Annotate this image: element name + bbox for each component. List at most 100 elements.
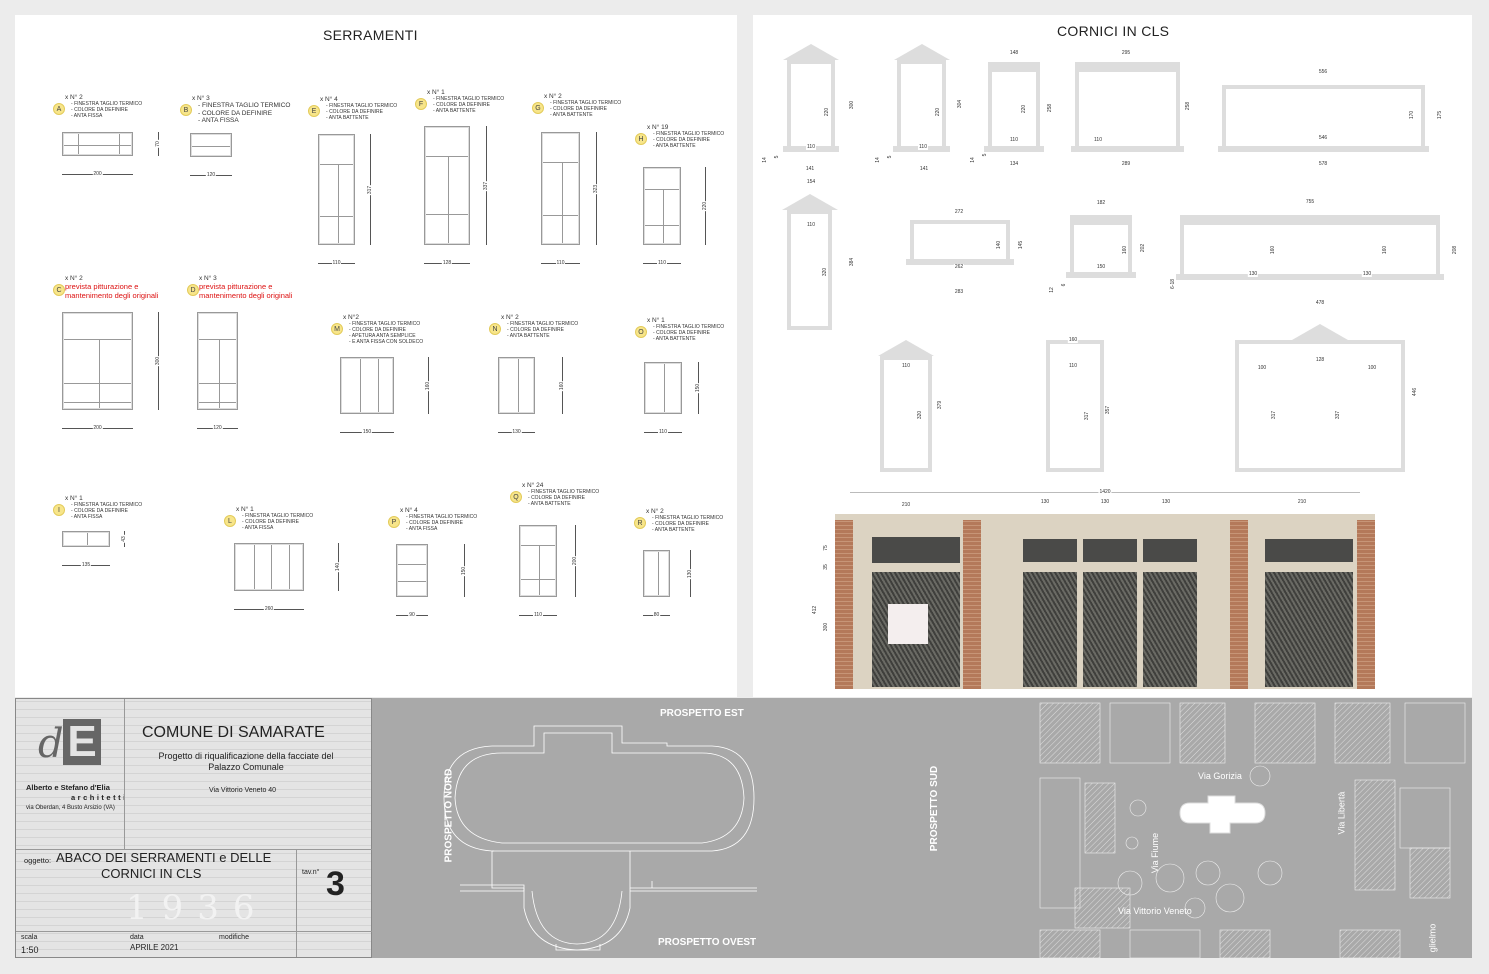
dimension-label: 120 — [205, 172, 217, 178]
dimension-label: 546 — [1317, 135, 1329, 141]
item-spec: x N° 2FINESTRA TAGLIO TERMICOCOLORE DA D… — [65, 94, 142, 119]
item-spec-line: ANTA FISSA — [71, 514, 142, 520]
mullion — [271, 545, 272, 589]
item-count: x N° 1 — [647, 317, 665, 324]
item-spec: x N° 3FINESTRA TAGLIO TERMICOCOLORE DA D… — [192, 95, 291, 125]
dimension-label: 5 — [982, 152, 988, 158]
item-note: prevista pitturazione e — [65, 282, 139, 291]
changes-label: modifiche — [219, 934, 249, 941]
grilled-opening — [1265, 572, 1353, 687]
dimension-label: 12 — [1049, 286, 1055, 294]
grilled-opening — [1083, 572, 1137, 687]
transom — [320, 215, 353, 217]
item-spec-list: FINESTRA TAGLIO TERMICOCOLORE DA DEFINIR… — [647, 131, 724, 149]
grilled-opening — [1143, 572, 1197, 687]
item-spec-line: COLORE DA DEFINIRE — [406, 520, 477, 526]
dimension-label: 140 — [335, 561, 341, 573]
transom-window — [1143, 539, 1197, 562]
pediment — [1292, 324, 1348, 340]
dimension-label: 170 — [1409, 109, 1415, 121]
mullion — [288, 545, 290, 589]
street-label: Via Gorizia — [1198, 771, 1242, 781]
dimension-label: 150 — [461, 565, 467, 576]
dimension-label: 304 — [957, 98, 963, 110]
item-spec-line: FINESTRA TAGLIO TERMICO — [71, 101, 142, 107]
item-note: mantenimento degli originali — [199, 291, 293, 300]
window-drawing — [424, 126, 470, 245]
dimension-label: 43 — [121, 535, 127, 543]
dimension-label: 258 — [1047, 102, 1053, 114]
mullion — [378, 359, 379, 412]
item-spec-line: ANTA BATTENTE — [653, 336, 724, 342]
item-spec-line: COLORE DA DEFINIRE — [433, 102, 504, 108]
mullion — [253, 545, 255, 589]
sill — [1066, 272, 1136, 278]
dimension-label: 300 — [849, 99, 855, 111]
dimension-label: 160 — [1382, 244, 1388, 256]
item-spec-line: COLORE DA DEFINIRE — [528, 495, 599, 501]
dimension-label: 14 — [762, 156, 768, 164]
item-spec: x N° 24FINESTRA TAGLIO TERMICOCOLORE DA … — [522, 482, 599, 507]
transom — [645, 188, 679, 190]
transom — [199, 382, 236, 384]
mullion — [119, 134, 121, 154]
dimension-label: 141 — [918, 166, 930, 172]
item-badge: G — [532, 102, 544, 114]
item-spec-line: FINESTRA TAGLIO TERMICO — [349, 321, 423, 327]
dimension-label: 295 — [1120, 50, 1132, 56]
frame-outline — [1222, 85, 1425, 152]
serramenti-panel: SERRAMENTI — [15, 15, 737, 697]
facade-photo — [835, 514, 1375, 689]
dimension-label: 317 — [1271, 409, 1277, 421]
item-badge: L — [224, 515, 236, 527]
title-block: 1936 d E Alberto e Stefano d'Elia archit… — [15, 698, 373, 958]
dimension-label: 130 — [1247, 271, 1259, 277]
dimension-label: 5 — [887, 154, 893, 160]
firm-type: architetti — [71, 793, 128, 802]
transom — [64, 338, 131, 340]
sheet-number: 3 — [326, 865, 345, 903]
item-spec-list: FINESTRA TAGLIO TERMICOCOLORE DA DEFINIR… — [400, 514, 477, 532]
item-count: x N°2 — [343, 314, 359, 321]
dimension-label: 148 — [1008, 50, 1020, 56]
transom — [398, 581, 426, 583]
dimension-label: 128 — [1314, 357, 1326, 363]
dimension-label: 175 — [1437, 109, 1443, 121]
item-spec-list: FINESTRA TAGLIO TERMICOCOLORE DA DEFINIR… — [501, 321, 578, 339]
frame-outline — [1075, 62, 1180, 152]
item-spec-line: FINESTRA TAGLIO TERMICO — [198, 102, 291, 110]
item-spec-list: FINESTRA TAGLIO TERMICOCOLORE DA DEFINIR… — [427, 96, 504, 114]
item-count: x N° 2 — [646, 508, 664, 515]
dimension-label: 90 — [408, 612, 416, 618]
dimension-label: 320 — [917, 409, 923, 421]
item-count: x N° 3 — [192, 95, 210, 102]
transom — [199, 338, 236, 340]
item-spec-line: FINESTRA TAGLIO TERMICO — [550, 100, 621, 106]
item-spec-line: FINESTRA TAGLIO TERMICO — [653, 324, 724, 330]
item-count: x N° 1 — [236, 506, 254, 513]
dimension-label: 258 — [1185, 100, 1191, 112]
mullion — [78, 134, 80, 154]
item-spec: x N° 1FINESTRA TAGLIO TERMICOCOLORE DA D… — [647, 317, 724, 342]
dimension-label: 70 — [155, 140, 161, 148]
street-label: glielmo — [1427, 923, 1438, 953]
dimension-label: 755 — [1304, 199, 1316, 205]
dimension-label: 130 — [1039, 499, 1051, 505]
item-spec-line: ANTA BATTENTE — [550, 112, 621, 118]
dimension-label: 110 — [806, 144, 816, 150]
transom — [192, 146, 230, 147]
window-drawing — [62, 531, 110, 547]
item-spec: x N° 1FINESTRA TAGLIO TERMICOCOLORE DA D… — [65, 495, 142, 520]
dimension-label: 323 — [593, 183, 599, 194]
item-spec-line: COLORE DA DEFINIRE — [242, 519, 313, 525]
subject-line-2: CORNICI IN CLS — [101, 866, 202, 881]
item-spec-line: ANTA BATTENTE — [507, 333, 578, 339]
dimension-label: 128 — [441, 260, 453, 266]
pediment — [781, 194, 838, 210]
dimension-label: 220 — [702, 200, 708, 212]
item-spec-line: FINESTRA TAGLIO TERMICO — [406, 514, 477, 520]
item-spec-list: FINESTRA TAGLIO TERMICOCOLORE DA DEFINIR… — [646, 515, 723, 533]
dimension-label: 384 — [849, 256, 855, 268]
brick-pillar — [835, 520, 853, 689]
